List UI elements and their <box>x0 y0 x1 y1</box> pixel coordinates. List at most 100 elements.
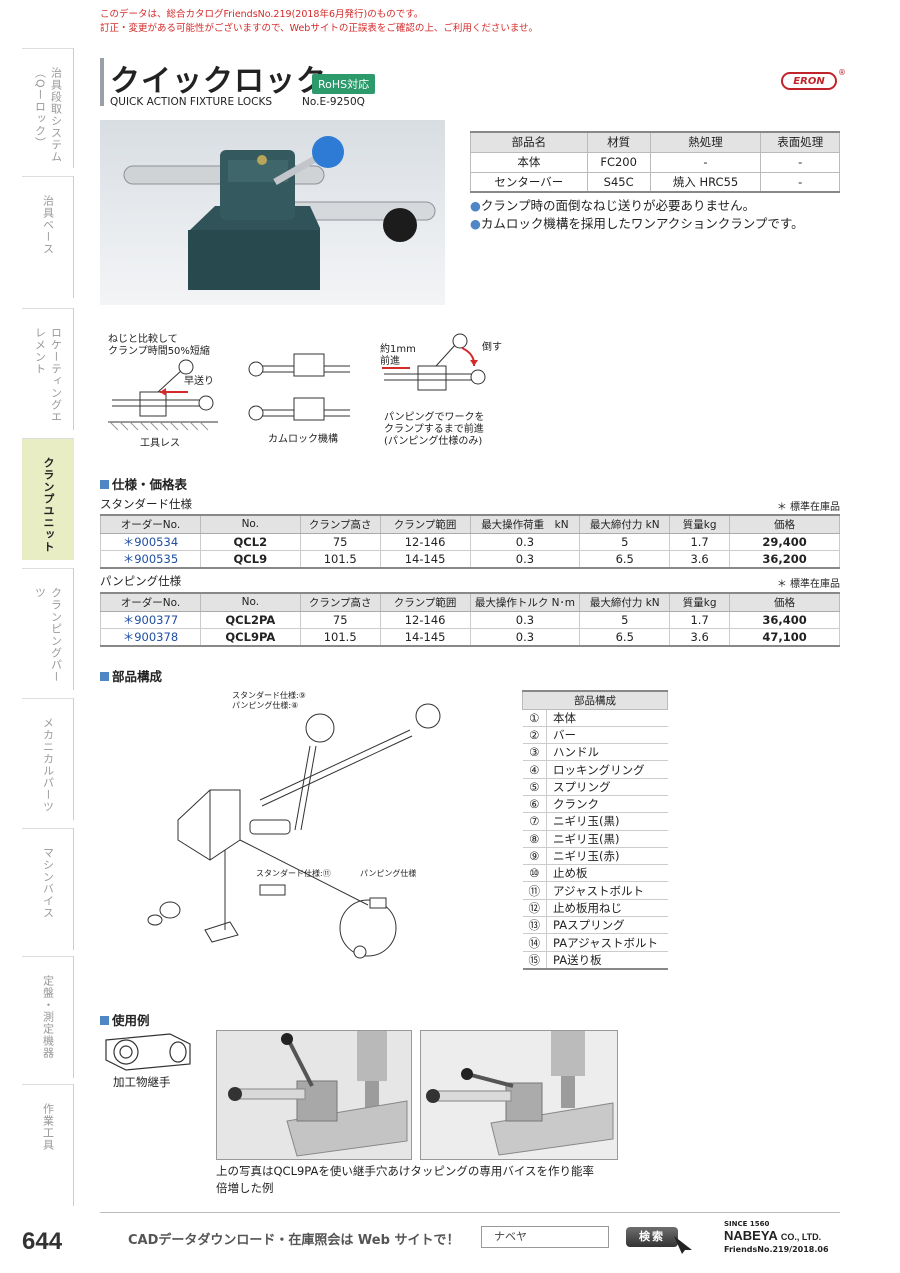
pumping-spec-label: パンピング仕様 <box>100 574 182 588</box>
material-header-cell: 表面処理 <box>760 131 840 153</box>
diagram-label-std11: スタンダード仕様:⑪ <box>256 868 331 878</box>
parts-section-title: 部品構成 <box>100 666 162 685</box>
table-row: ＊900534 QCL2 75 12-146 0.3 5 1.7 29,400 <box>100 532 840 551</box>
sidebar-tab-locating-element[interactable]: ロケーティングエレメント <box>22 308 74 430</box>
spec-header-cell: クランプ範囲 <box>379 514 471 534</box>
material-cell: - <box>760 151 840 173</box>
spec-cell: 0.3 <box>469 610 581 629</box>
spec-cell: 6.5 <box>579 627 671 647</box>
usage-caption: 上の写真はQCL9PAを使い継手穴あけタッピングの専用バイスを作り能率 倍増した… <box>216 1164 595 1195</box>
bullet-icon: ● <box>470 216 481 231</box>
part-number: ⑥ <box>522 795 547 814</box>
part-name: 止め板用ねじ <box>546 899 668 918</box>
order-number[interactable]: ＊900378 <box>100 627 201 647</box>
mechanism-diagrams: ねじと比較して クランプ時間50%短縮 早送り 工具レス カムロック機構 約1m… <box>100 330 520 460</box>
sidebar-tab-jig-base[interactable]: 治具ベース <box>22 176 74 298</box>
spec-cell: 1.7 <box>669 610 731 629</box>
standard-spec-label: スタンダード仕様 <box>100 497 192 511</box>
sidebar-tab-surface-plate[interactable]: 定盤・測定機器 <box>22 956 74 1078</box>
spec-cell: 3.6 <box>669 549 731 569</box>
spec-cell: 101.5 <box>299 549 381 569</box>
spec-header-cell: 質量kg <box>669 514 731 534</box>
spec-cell: 14-145 <box>379 627 471 647</box>
order-number[interactable]: ＊900377 <box>100 610 201 629</box>
exploded-parts-diagram: スタンダード仕様:⑨ パンピング仕様:⑧ スタンダード仕様:⑪ パンピング仕様 <box>110 690 510 990</box>
list-item: ●クランプ時の面倒なねじ送りが必要ありません。 <box>470 198 756 213</box>
rohs-badge: RoHS対応 <box>312 74 376 94</box>
table-row: ＊900378 QCL9PA 101.5 14-145 0.3 6.5 3.6 … <box>100 627 840 647</box>
part-number: ⑪ <box>522 881 547 900</box>
part-number: ⑨ <box>522 847 547 866</box>
sidebar-tab-clamp-unit[interactable]: クランプユニット <box>22 438 74 560</box>
cursor-arrow-icon <box>674 1236 692 1254</box>
list-item: ●カムロック機構を採用したワンアクションクランプです。 <box>470 216 804 231</box>
spec-header-cell: オーダーNo. <box>100 592 201 612</box>
spec-header-cell: クランプ高さ <box>299 514 381 534</box>
usage-photo-2 <box>420 1030 618 1160</box>
material-header-row: 部品名 材質 熱処理 表面処理 <box>470 131 840 153</box>
sidebar-tab-mechanical-parts[interactable]: メカニカルパーツ <box>22 698 74 820</box>
sidebar-tab-q-lock[interactable]: 治具段取システム（Qーロック） <box>22 48 74 168</box>
pumping-spec-table: オーダーNo. No. クランプ高さ クランプ範囲 最大操作トルク N･m 最大… <box>100 592 840 647</box>
search-button[interactable]: 検索 <box>626 1227 678 1247</box>
material-cell: 本体 <box>470 151 588 173</box>
material-cell: - <box>760 171 840 193</box>
material-header-cell: 部品名 <box>470 131 588 153</box>
table-row: センターバー S45C 焼入 HRC55 - <box>470 171 840 193</box>
spec-cell: 0.3 <box>469 549 581 569</box>
cad-download-text: CADデータダウンロード・在庫照会は Web サイトで！ <box>128 1233 460 1248</box>
caption-toolless: 工具レス <box>140 438 180 449</box>
order-number[interactable]: ＊900535 <box>100 549 201 569</box>
search-input[interactable]: ナベヤ <box>481 1226 609 1248</box>
sidebar-tab-machine-vise[interactable]: マシンバイス <box>22 828 74 950</box>
spec-header-cell: No. <box>199 514 301 534</box>
spec-cell: 12-146 <box>379 532 471 551</box>
part-name: ニギリ玉(黒) <box>546 812 668 831</box>
table-row: ＊900377 QCL2PA 75 12-146 0.3 5 1.7 36,40… <box>100 610 840 629</box>
diagram-label-pump: パンピング仕様 <box>360 868 416 878</box>
spec-cell: 75 <box>299 610 381 629</box>
usage-section-title: 使用例 <box>100 1010 150 1029</box>
material-cell: - <box>649 151 762 173</box>
page-title: クイックロック <box>110 64 327 99</box>
company-logo: NABEYA CO., LTD. <box>724 1228 822 1243</box>
spec-header-cell: No. <box>199 592 301 612</box>
spec-cell: 0.3 <box>469 627 581 647</box>
material-cell: S45C <box>586 171 651 193</box>
parts-header-row: 部品構成 <box>522 690 668 710</box>
part-name: ニギリ玉(赤) <box>546 847 668 866</box>
sidebar-tab-work-tools[interactable]: 作業工具 <box>22 1084 74 1206</box>
spec-cell: 14-145 <box>379 549 471 569</box>
spec-cell: 12-146 <box>379 610 471 629</box>
price-cell: 29,400 <box>729 532 840 551</box>
stock-note: ＊ 標準在庫品 <box>776 579 840 590</box>
bullet-icon: ● <box>470 198 481 213</box>
spec-header-row: オーダーNo. No. クランプ高さ クランプ範囲 最大操作荷重 kN 最大締付… <box>100 514 840 534</box>
spec-header-cell: 最大締付力 kN <box>579 514 671 534</box>
parts-header-cell: 部品構成 <box>522 690 668 710</box>
part-name: PAスプリング <box>546 916 668 935</box>
spec-header-cell: 最大操作荷重 kN <box>469 514 581 534</box>
catalog-notice: このデータは、総合カタログFriendsNo.219(2018年6月発行)のもの… <box>100 8 538 36</box>
spec-cell: 1.7 <box>669 532 731 551</box>
order-number[interactable]: ＊900534 <box>100 532 201 551</box>
caption-fast-feed: 早送り <box>184 376 214 387</box>
spec-header-row: オーダーNo. No. クランプ高さ クランプ範囲 最大操作トルク N･m 最大… <box>100 592 840 612</box>
spec-section-title: 仕様・価格表 <box>100 474 187 493</box>
model-number: QCL2PA <box>199 610 301 629</box>
model-number: QCL9 <box>199 549 301 569</box>
caption-cam-lock: カムロック機構 <box>268 434 338 445</box>
registered-mark: ® <box>838 68 846 77</box>
caption-screw-compare: ねじと比較して クランプ時間50%短縮 <box>108 334 210 357</box>
sidebar-tab-clamping-parts[interactable]: クランピングパーツ <box>22 568 74 690</box>
part-name: ロッキングリング <box>546 760 668 779</box>
part-number: ② <box>522 726 547 745</box>
part-name: バー <box>546 726 668 745</box>
eron-logo: ERON <box>781 72 837 90</box>
